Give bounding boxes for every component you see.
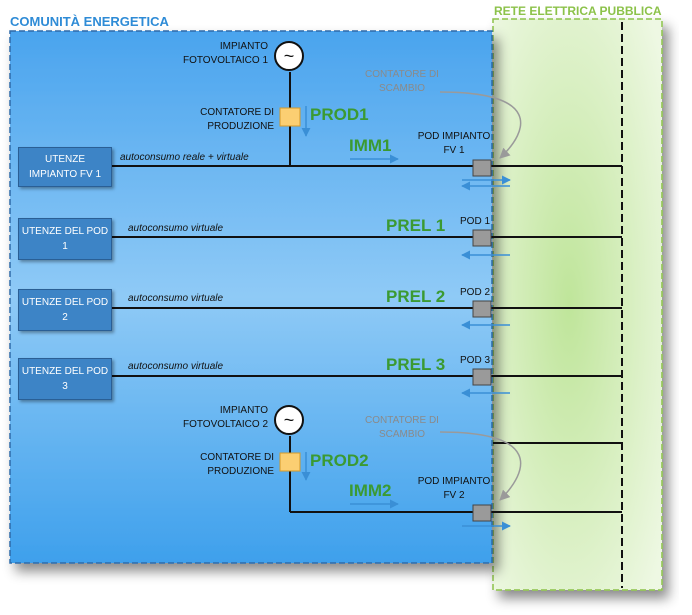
line-pod1-label: autoconsumo virtuale	[128, 223, 224, 234]
prel3-flow-label: PREL 3	[386, 355, 446, 374]
prel2-flow-label: PREL 2	[386, 287, 446, 306]
scambio-2-label: CONTATORE DI SCAMBIO	[365, 415, 439, 440]
generator-1-symbol: ~	[274, 41, 304, 71]
pod-fv2-label: POD IMPIANTO FV 2	[417, 476, 491, 501]
generator-1-label: IMPIANTO FOTOVOLTAICO 1	[182, 41, 268, 66]
prod2-meter-label: CONTATORE DI PRODUZIONE	[200, 452, 274, 477]
scambio-1-label: CONTATORE DI SCAMBIO	[365, 69, 439, 94]
utenze-pod1-box: UTENZE DEL POD 1	[18, 218, 112, 260]
pod1-box	[472, 229, 492, 247]
utenze-pod2-box: UTENZE DEL POD 2	[18, 289, 112, 331]
pod2-label: POD 2	[460, 287, 491, 298]
imm2-flow-label: IMM2	[349, 481, 392, 500]
pod3-label: POD 3	[460, 355, 491, 366]
pod-fv1-label: POD IMPIANTO FV 1	[417, 131, 491, 156]
imm1-flow-label: IMM1	[349, 136, 392, 155]
prod1-meter	[279, 107, 301, 127]
line-pod2-label: autoconsumo virtuale	[128, 293, 224, 304]
scambio-2-callout	[439, 431, 522, 501]
prod1-meter-label: CONTATORE DI PRODUZIONE	[200, 107, 274, 132]
generator-2-symbol: ~	[274, 405, 304, 435]
line-fv1-label: autoconsumo reale + virtuale	[120, 152, 249, 163]
prel1-flow-label: PREL 1	[386, 216, 446, 235]
rete-region	[492, 18, 663, 591]
generator-2-label: IMPIANTO FOTOVOLTAICO 2	[182, 405, 268, 430]
utenze-pod3-box: UTENZE DEL POD 3	[18, 358, 112, 400]
comunita-title: COMUNITÀ ENERGETICA	[10, 14, 169, 29]
pod2-box	[472, 300, 492, 318]
scambio-1-callout	[439, 91, 522, 159]
prod2-flow-label: PROD2	[310, 451, 369, 470]
pod1-label: POD 1	[460, 216, 491, 227]
pod3-box	[472, 368, 492, 386]
prod2-meter	[279, 452, 301, 472]
pod-fv1-box	[472, 159, 492, 177]
line-pod3-label: autoconsumo virtuale	[128, 361, 224, 372]
pod-fv2-box	[472, 504, 492, 522]
utenze-fv1-box: UTENZE IMPIANTO FV 1	[18, 147, 112, 187]
prod1-flow-label: PROD1	[310, 105, 369, 124]
rete-title: RETE ELETTRICA PUBBLICA	[494, 4, 662, 18]
